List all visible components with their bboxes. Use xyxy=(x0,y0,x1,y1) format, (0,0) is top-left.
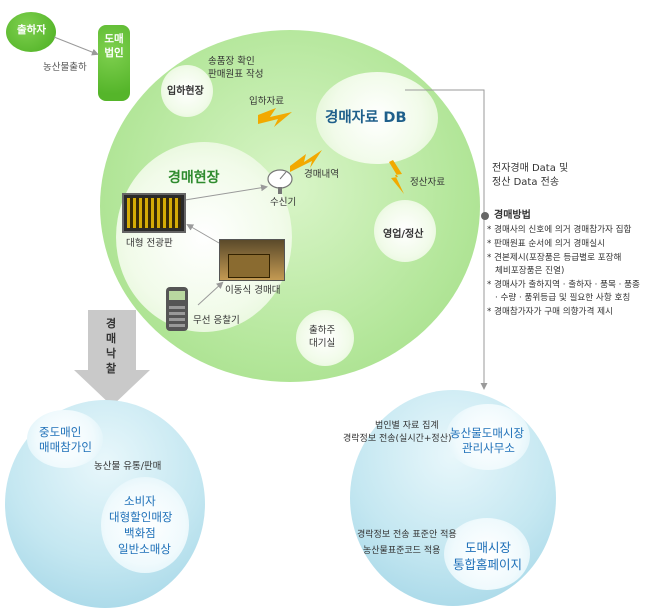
bid-down-arrow xyxy=(74,310,150,406)
db-title: 경매자료 DB xyxy=(325,110,407,126)
consumer-circle xyxy=(101,477,189,573)
buyer-line-2: 매매참가인 xyxy=(39,440,92,454)
auction-details-label: 경매내역 xyxy=(304,169,339,180)
warehouse-note-2: 판매원표 작성 xyxy=(208,69,264,80)
stand-to-board-arrow xyxy=(186,223,220,244)
consumer-item: 일반소매상 xyxy=(118,542,171,556)
receiver-label: 수신기 xyxy=(270,197,297,208)
wireless-to-stand-arrow xyxy=(197,281,224,306)
method-item: * 경매참가자가 구매 의향가격 제시 xyxy=(487,307,613,317)
wireless-label: 무선 응찰기 xyxy=(193,315,240,326)
mobile-stand-label: 이동식 경매대 xyxy=(225,285,281,296)
buyer-circle xyxy=(27,410,103,468)
method-bullet-icon xyxy=(481,212,489,220)
distribution-label: 농산물 유통/판매 xyxy=(94,461,162,472)
transfer-line-1: 전자경매 Data 및 xyxy=(492,163,569,174)
homepage-line-1: 도매시장 xyxy=(465,540,512,555)
wireless-bidder-icon xyxy=(166,287,188,331)
standard-line-2: 농산물표준코드 적용 xyxy=(363,546,441,556)
method-item: * 경매사가 출하지역 · 출하자 · 품목 · 품종 xyxy=(487,280,640,290)
waiting-room-line-1: 출하주 xyxy=(309,325,336,336)
office-line-1: 농산물도매시장 xyxy=(450,426,525,440)
shipper-badge xyxy=(6,12,56,52)
waiting-room-circle xyxy=(296,310,354,366)
settlement-data-label: 정산자료 xyxy=(410,177,445,188)
shipper-label: 출하자 xyxy=(17,24,46,36)
bid-arrow-char: 매 xyxy=(106,332,117,345)
homepage-inner-circle xyxy=(444,518,530,590)
big-board-label: 대형 전광판 xyxy=(126,238,173,249)
shipping-label: 농산물출하 xyxy=(43,62,87,73)
wholesaler-badge xyxy=(98,25,130,101)
method-item: 체비포장품은 진열) xyxy=(495,266,565,276)
buyer-line-1: 중도매인 xyxy=(39,425,82,439)
auction-site-circle xyxy=(116,142,292,332)
office-line-2: 관리사무소 xyxy=(462,441,515,455)
settlement-circle xyxy=(374,200,436,262)
warehouse-data-label: 입하자료 xyxy=(249,96,284,107)
wholesaler-label: 도매법인 xyxy=(104,33,124,59)
mobile-stand-image xyxy=(219,239,285,281)
bid-arrow-char: 찰 xyxy=(106,362,117,375)
method-item: * 경매사의 신호에 의거 경매참가자 집합 xyxy=(487,225,632,235)
office-circle xyxy=(446,404,530,470)
warehouse-circle xyxy=(161,65,213,117)
waiting-room-line-2: 대기실 xyxy=(309,338,336,349)
collect-line-2: 경락정보 전송(실시간+정산) xyxy=(343,434,452,444)
method-title: 경매방법 xyxy=(494,210,531,221)
big-board-image xyxy=(122,193,186,233)
bid-arrow-char: 경 xyxy=(106,317,117,330)
settlement-title: 영업/정산 xyxy=(383,229,424,240)
consumer-item: 백화점 xyxy=(124,526,156,540)
board-to-receiver-arrow xyxy=(184,184,268,201)
consumer-item: 대형할인매장 xyxy=(109,510,173,524)
homepage-line-2: 통합홈페이지 xyxy=(453,557,523,572)
method-item: · 수량 · 품위등급 및 필요한 사항 호칭 xyxy=(495,293,631,303)
consumer-item: 소비자 xyxy=(124,494,156,508)
lightning-icon xyxy=(290,150,322,172)
db-circle xyxy=(316,72,438,164)
receiver-dish-icon xyxy=(266,168,294,196)
transfer-line-2: 정산 Data 전송 xyxy=(492,177,560,188)
method-item: * 판매원표 순서에 의거 경매실시 xyxy=(487,239,606,249)
lightning-icon xyxy=(258,108,292,127)
lightning-icon xyxy=(389,160,404,194)
auction-site-title: 경매현장 xyxy=(168,170,220,186)
bid-arrow-char: 낙 xyxy=(106,347,117,360)
method-item: * 견본제시(포장품은 등급별로 포장해 xyxy=(487,253,622,263)
transfer-line xyxy=(405,89,488,390)
shipping-arrow xyxy=(53,36,99,56)
collect-line-1: 법인별 자료 집계 xyxy=(375,421,439,431)
warehouse-note-1: 송품장 확인 xyxy=(208,56,255,67)
warehouse-title: 입하현장 xyxy=(167,86,204,97)
standard-line-1: 경락정보 전송 표준안 적용 xyxy=(357,530,457,540)
